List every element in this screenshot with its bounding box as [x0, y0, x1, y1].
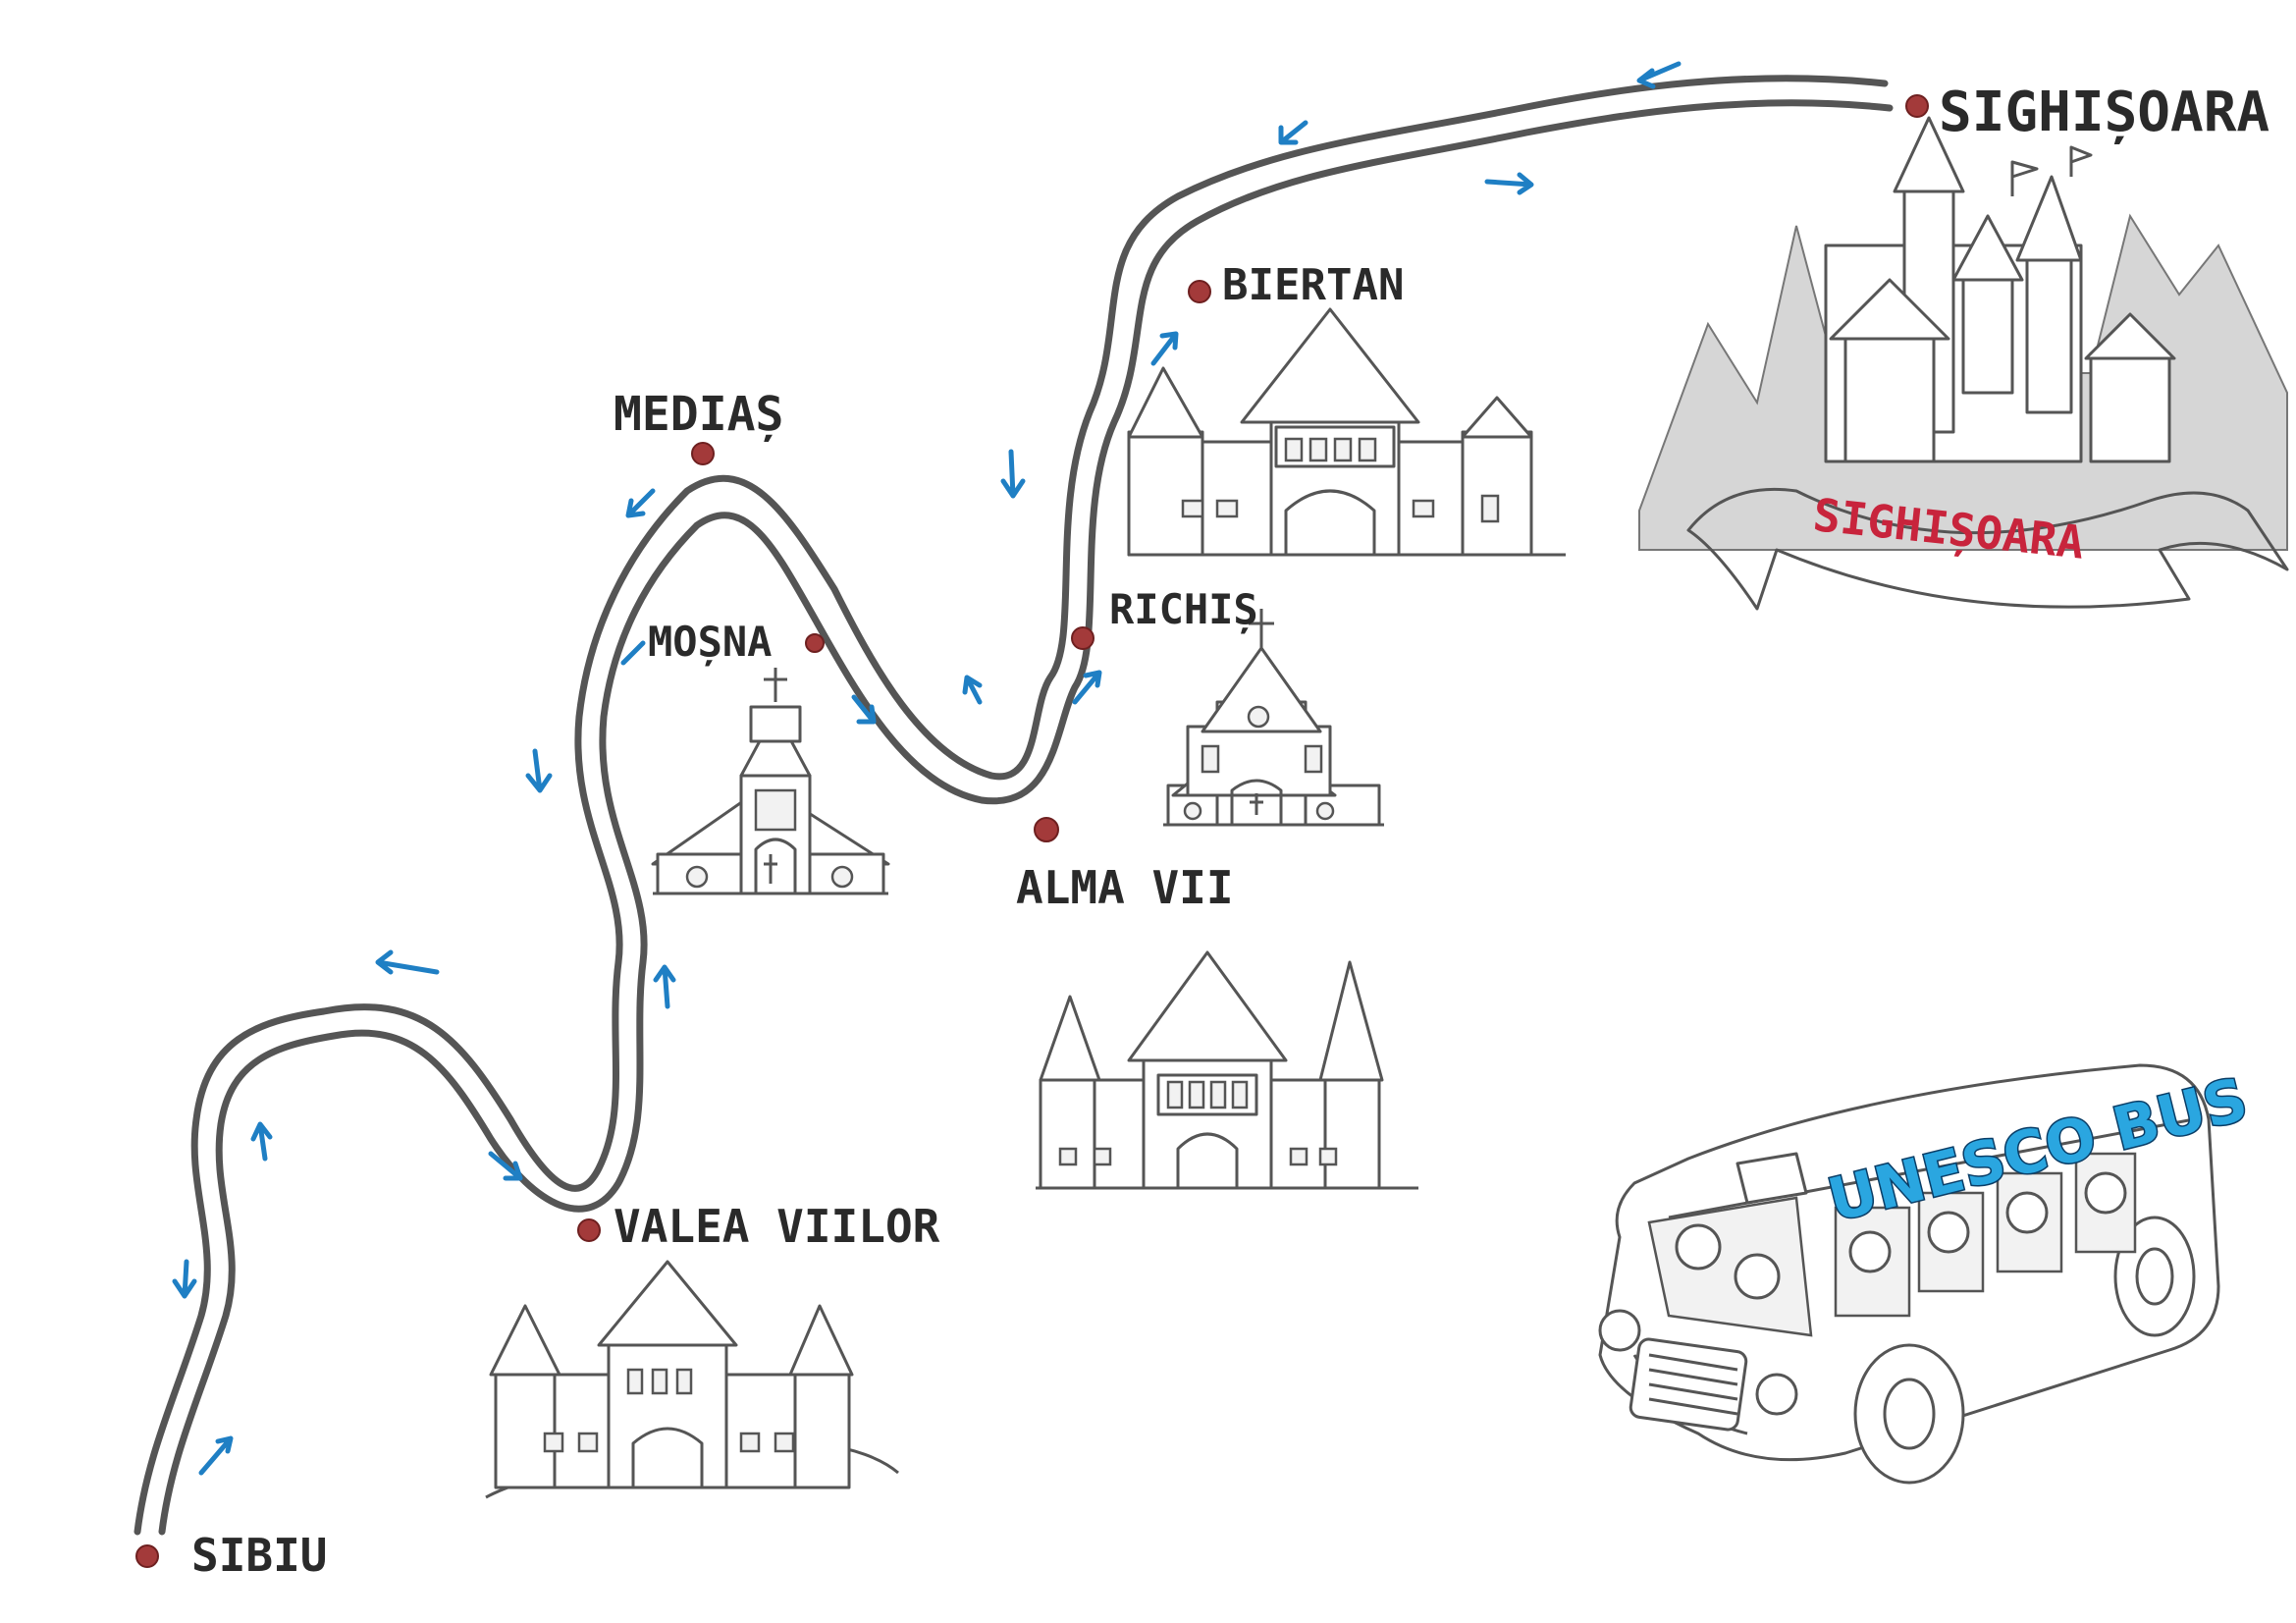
richis-marker[interactable]: [1071, 626, 1095, 650]
place-label-sibiu: SIBIU: [191, 1529, 327, 1582]
mosna-marker[interactable]: [805, 633, 825, 653]
biertan-church-sketch: [1127, 307, 1566, 557]
biertan-marker[interactable]: [1188, 280, 1211, 303]
place-labels: SIBIU VALEA VIILOR MOȘNA MEDIAȘ ALMA VII…: [191, 81, 2269, 1582]
arrow-icon: [1484, 172, 1534, 195]
arrow-icon: [1278, 120, 1308, 145]
place-markers: [135, 94, 1929, 1568]
sibiu-marker[interactable]: [135, 1544, 159, 1568]
arrow-icon: [375, 949, 440, 975]
arrow-icon: [525, 748, 553, 793]
direction-arrows: [172, 61, 1682, 1476]
route-road: [133, 75, 1894, 1536]
arrow-icon: [620, 640, 646, 666]
place-label-medias: MEDIAȘ: [614, 387, 783, 442]
arrow-icon: [198, 1435, 234, 1476]
valea-viilor-church-sketch: [485, 1260, 899, 1499]
arrow-icon: [172, 1259, 197, 1299]
arrow-icon: [653, 964, 676, 1009]
arrow-icon: [1000, 449, 1026, 499]
place-label-richis: RICHIȘ: [1109, 585, 1258, 634]
valea-viilor-marker[interactable]: [577, 1218, 601, 1242]
unesco-bus-illustration: UNESCO BUS: [1598, 1063, 2256, 1485]
arrow-icon: [962, 675, 983, 705]
richis-church-sketch: [1163, 609, 1384, 827]
arrow-icon: [1636, 61, 1682, 89]
place-label-alma-vii: ALMA VII: [1016, 861, 1234, 914]
arrow-icon: [488, 1151, 523, 1181]
arrow-icon: [250, 1121, 273, 1162]
alma-vii-church-sketch: [1036, 950, 1418, 1190]
place-label-mosna: MOȘNA: [648, 618, 772, 667]
alma-vii-marker[interactable]: [1034, 817, 1059, 842]
sighisoara-castle-sketch: SIGHIȘOARA: [1638, 116, 2289, 611]
arrow-icon: [625, 488, 656, 518]
sighisoara-marker[interactable]: [1905, 94, 1929, 118]
arrow-icon: [851, 694, 877, 725]
mosna-church-sketch: [651, 668, 890, 895]
place-label-biertan: BIERTAN: [1222, 260, 1404, 310]
place-label-sighisoara: SIGHIȘOARA: [1939, 81, 2269, 145]
arrow-icon: [1072, 670, 1102, 705]
arrow-icon: [1150, 331, 1179, 366]
medias-marker[interactable]: [691, 442, 715, 465]
place-label-valea-viilor: VALEA VIILOR: [614, 1200, 940, 1253]
